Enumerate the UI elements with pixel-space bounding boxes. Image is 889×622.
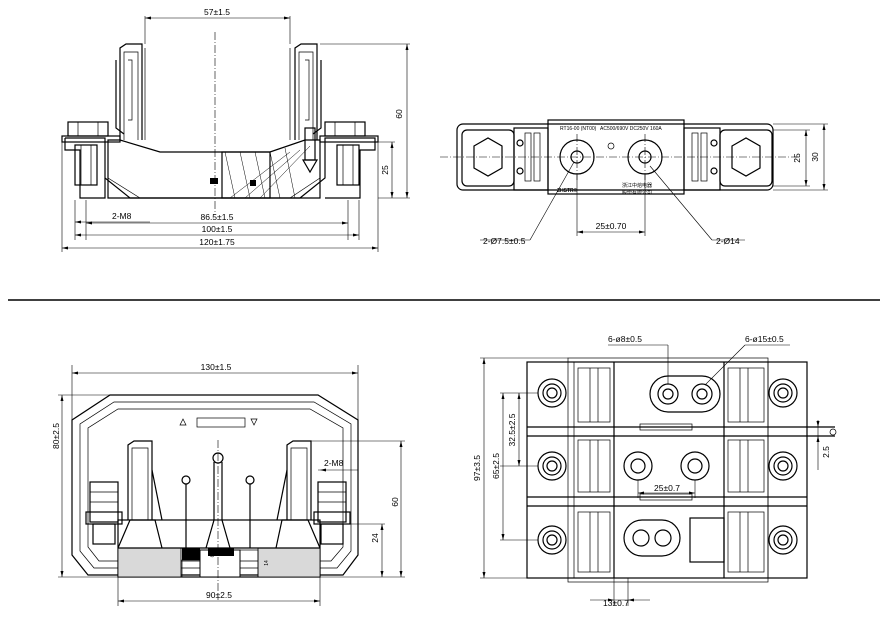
dim-holes-8: 6-ø8±0.5 [608, 334, 642, 344]
dim-pitch-65: 65±2.5 [491, 453, 501, 479]
marking-brand: ZHSTR® [557, 187, 578, 194]
dim-thread: 2-M8 [112, 211, 132, 221]
dim-pitch-25: 25±0.7 [654, 483, 680, 493]
dim-pitch-32: 32.5±2.5 [507, 413, 517, 446]
dim-height-25: 25 [380, 165, 390, 175]
dim-pitch: 25±0.70 [596, 221, 627, 231]
dim-width-120: 120±1.75 [199, 237, 235, 247]
dim-height-24: 24 [370, 533, 380, 543]
plan-bolts [537, 378, 798, 555]
dim-hole-small: 2-Ø7.5±0.5 [483, 236, 526, 246]
dim-height-60: 60 [394, 109, 404, 119]
dim-width-100: 100±1.5 [202, 224, 233, 234]
dim-gap-2-5: 2.5 [821, 446, 831, 458]
top-view: RT16-00 (NT00) AC500/690V DC250V 160A ZH… [440, 119, 828, 246]
dim-height-60-side: 60 [390, 497, 400, 507]
dim-hole-large: 2-Ø14 [716, 236, 740, 246]
dim-14: 14 [264, 560, 270, 566]
marking-line2: AC500/690V DC250V 160A [600, 126, 662, 132]
side-view: 130±1.5 80±2.5 2-M8 60 24 6 14 90±2.5 [51, 362, 405, 606]
dim-top-width: 57±1.5 [204, 7, 230, 17]
dim-height-30-top: 30 [810, 152, 820, 162]
dim-width-86: 86.5±1.5 [200, 212, 233, 222]
dim-height-97: 97±3.5 [472, 455, 482, 481]
marking-maker1: 浙江中熔电器 [622, 182, 652, 189]
plan-view: 6-ø8±0.5 6-ø15±0.5 32.5±2.5 65±2.5 97±3.… [472, 334, 837, 608]
dim-6: 6 [210, 554, 216, 557]
marking-maker2: 股份有限公司 [622, 189, 652, 196]
front-view: 57±1.5 60 25 2-M8 86.5±1.5 100±1.5 120±1… [61, 7, 410, 252]
dim-width-13: 13±0.7 [603, 598, 629, 608]
dim-width-130: 130±1.5 [201, 362, 232, 372]
marking-line1: RT16-00 (NT00) [560, 126, 597, 132]
dim-height-80: 80±2.5 [51, 423, 61, 449]
dim-height-25-top: 25 [792, 153, 802, 163]
dim-holes-15: 6-ø15±0.5 [745, 334, 784, 344]
dim-thread-side: 2-M8 [324, 458, 344, 468]
dim-width-90: 90±2.5 [206, 590, 232, 600]
